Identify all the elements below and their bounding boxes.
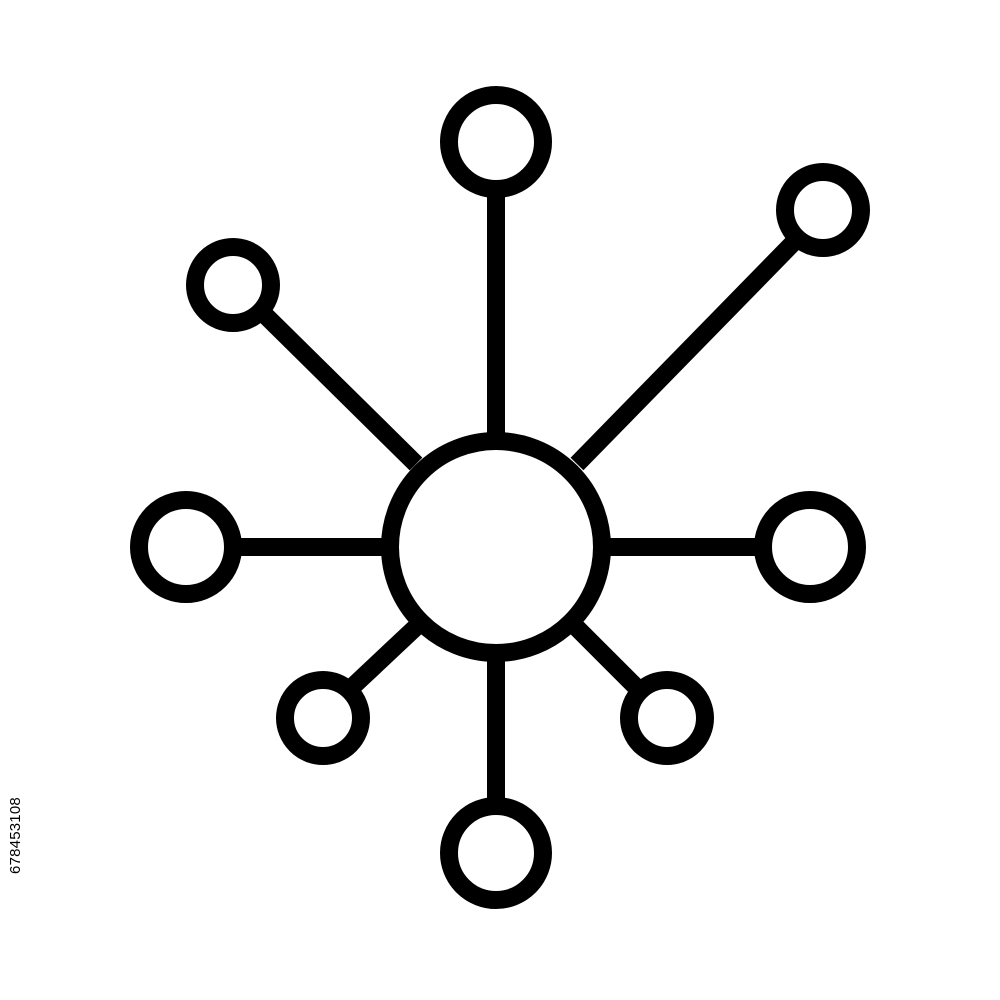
hub-node <box>381 432 611 662</box>
node-bottom <box>440 797 552 909</box>
spoke-bottom-left <box>342 620 423 697</box>
spoke-bottom-right <box>569 620 647 698</box>
stock-id-text: 678453108 <box>6 796 24 874</box>
stock-id-label: 678453108 <box>2 764 28 906</box>
node-top-left <box>186 238 280 332</box>
node-top <box>440 86 552 198</box>
spoke-top-left <box>256 306 423 471</box>
node-right <box>754 491 866 603</box>
node-bottom-right <box>620 671 714 765</box>
node-bottom-left <box>276 671 370 765</box>
node-left <box>130 491 242 603</box>
node-top-right <box>776 163 870 257</box>
spoke-top-right <box>570 235 801 471</box>
